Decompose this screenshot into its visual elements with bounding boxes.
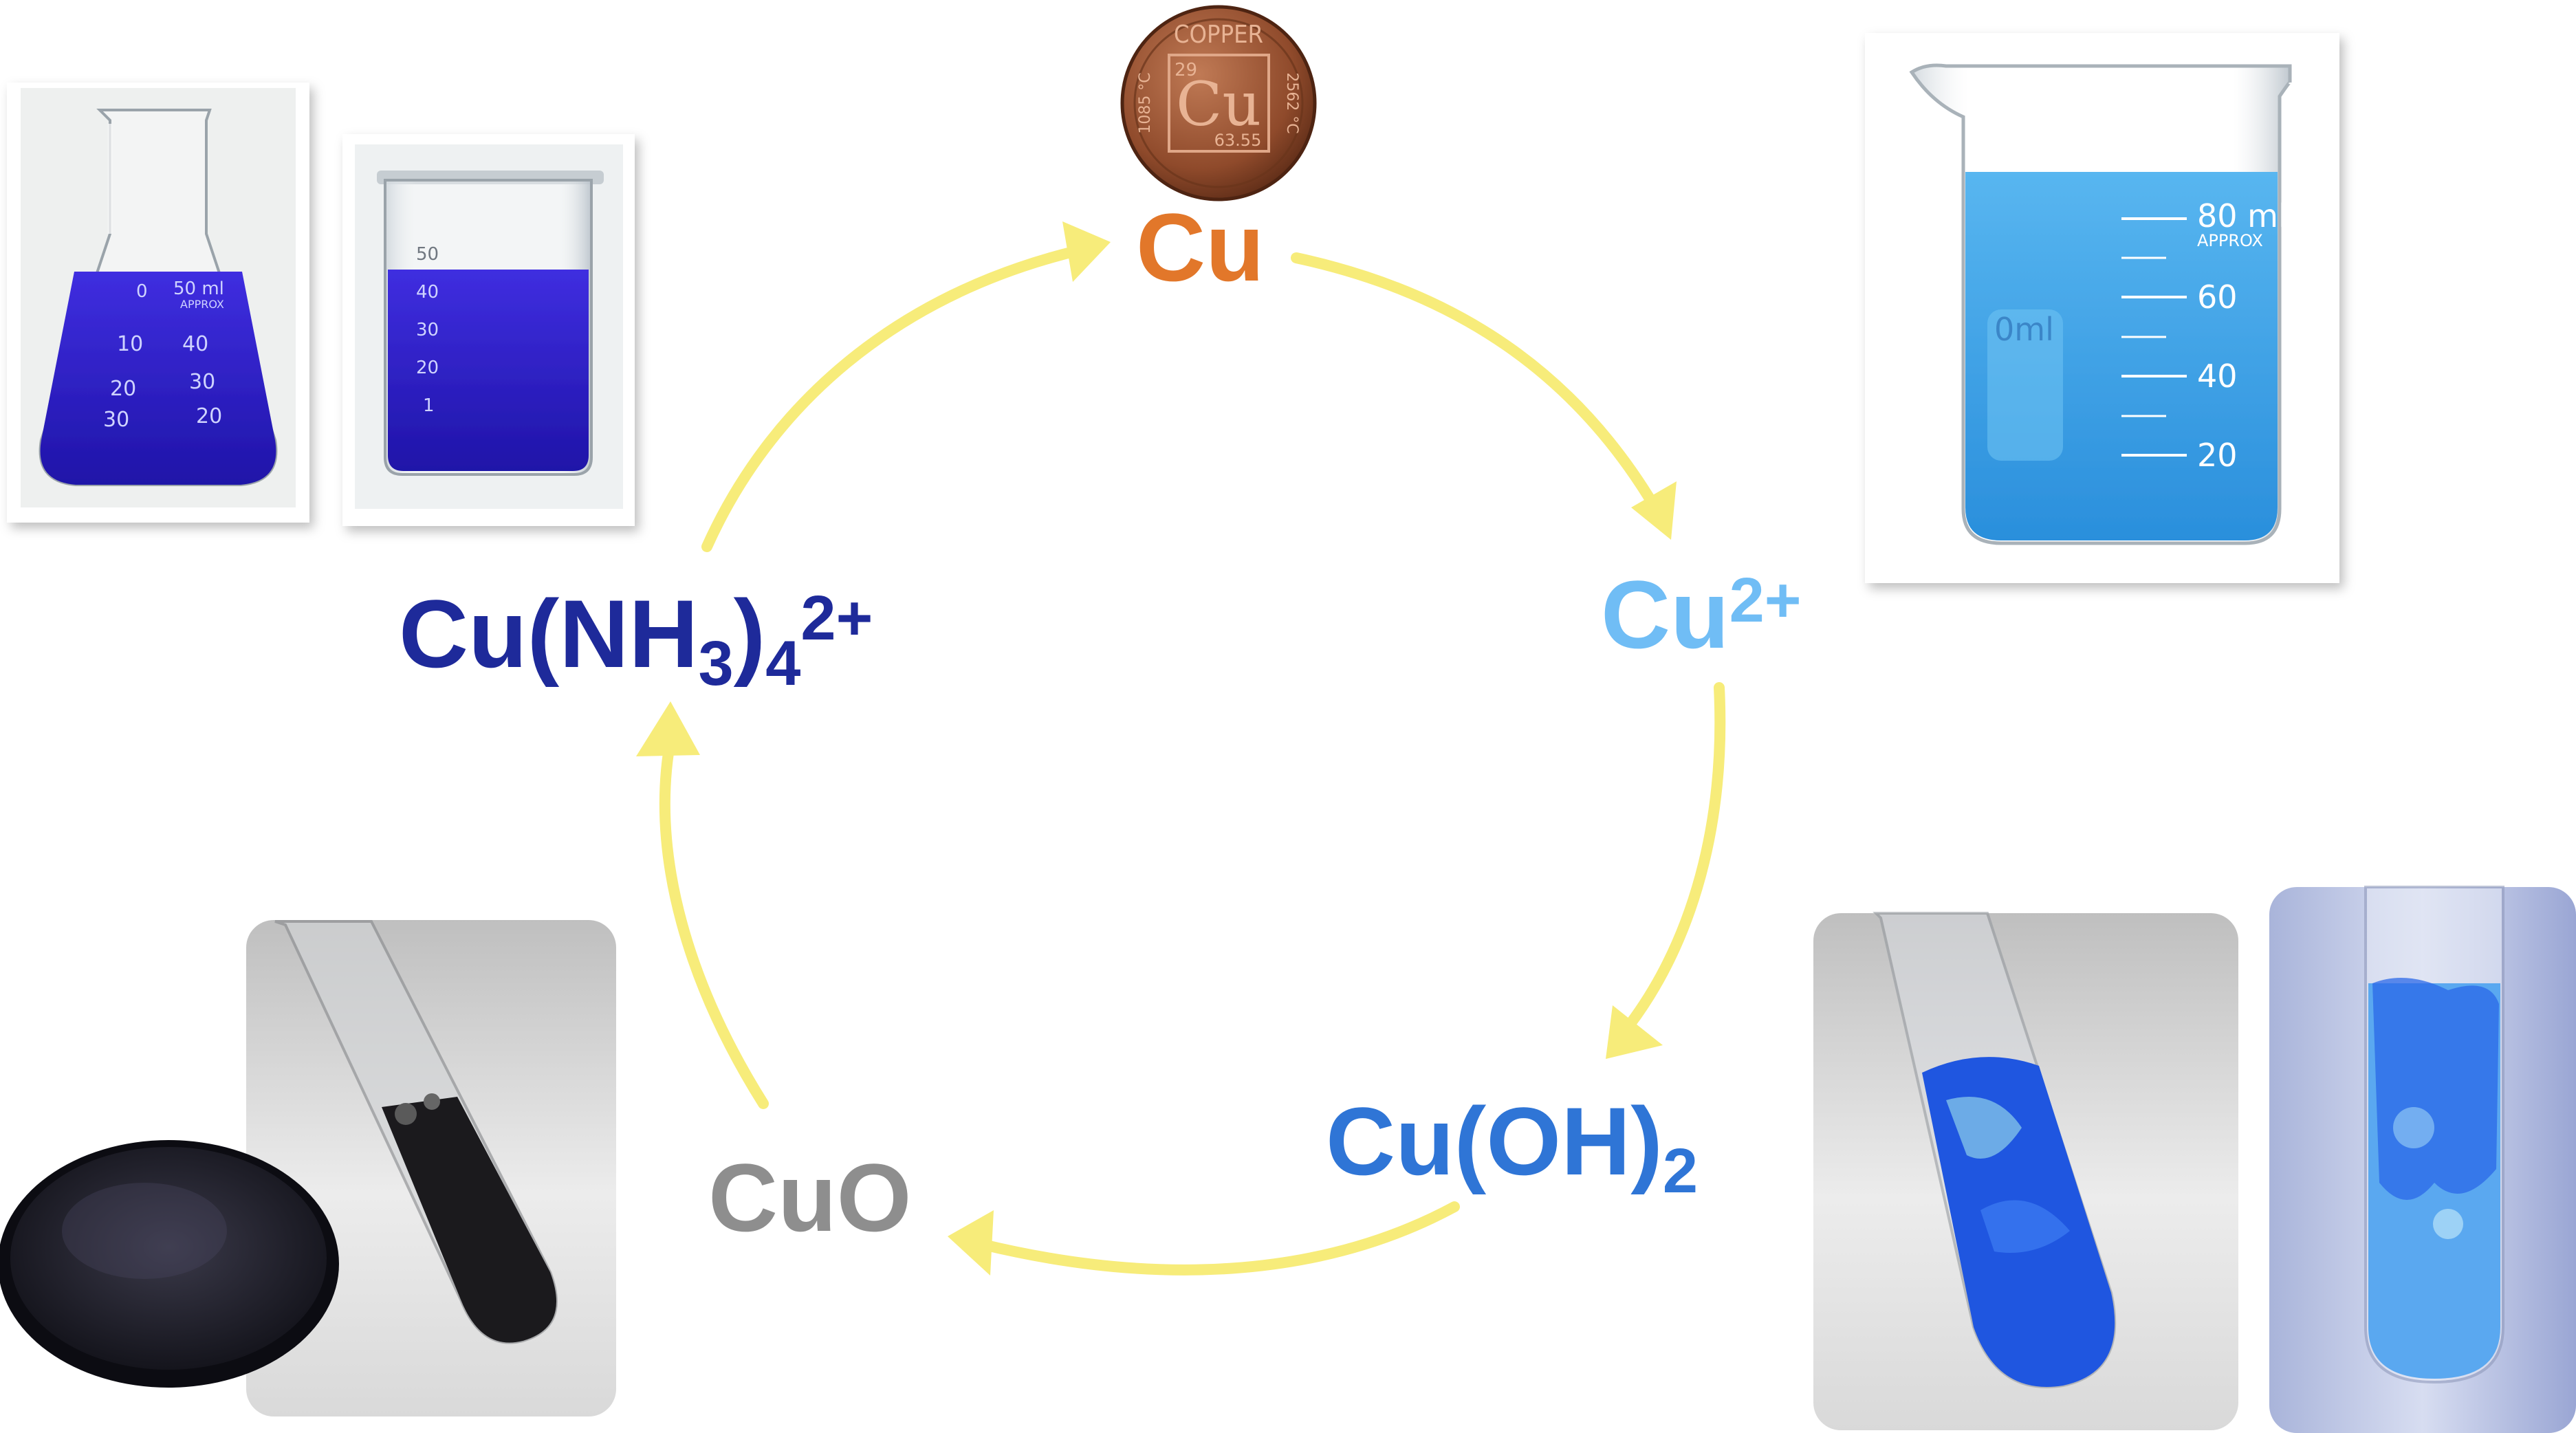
erlenmeyer-flask-icon <box>39 109 278 486</box>
penny-symbol: Cu <box>1176 69 1261 140</box>
label-cunh3-sub2: 4 <box>765 628 800 699</box>
large-beaker-side: 0ml <box>1994 311 2054 348</box>
powder-dish-icon <box>0 1140 339 1388</box>
photo-cuo-powder <box>0 1140 339 1388</box>
flask-tick-r30: 30 <box>189 370 215 394</box>
flask-tick-r20: 20 <box>196 404 222 428</box>
penny-right: 2562 °C <box>1283 72 1300 133</box>
label-cu2plus-main: Cu <box>1601 560 1729 668</box>
label-cunh3-main: Cu(NH <box>399 580 698 688</box>
arrow-cu2plus-to-cuoh2 <box>1624 682 1726 1030</box>
arrow-cu-to-cu2plus <box>1291 252 1659 511</box>
penny-mass: 63.55 <box>1214 131 1262 150</box>
flask-approx: APPROX <box>180 298 224 311</box>
arrowheads <box>636 221 1677 1276</box>
arrowhead-to-cu <box>1062 221 1111 282</box>
beaker-icon <box>377 171 604 476</box>
label-cuoh2: Cu(OH)2 <box>1326 1087 1698 1206</box>
label-cuo: CuO <box>708 1144 912 1251</box>
beaker-tick-20: 20 <box>416 358 439 378</box>
label-cu: Cu <box>1136 193 1265 301</box>
cycle-arrows <box>659 245 1726 1276</box>
large-beaker-tick-40: 40 <box>2197 358 2238 395</box>
label-cuoh2-main: Cu(OH) <box>1326 1087 1663 1195</box>
arrowhead-to-cuo <box>948 1210 994 1276</box>
photo-cuo-tube <box>246 920 616 1416</box>
flask-top: 50 ml <box>173 278 224 299</box>
arrowhead-to-cunh3 <box>636 701 700 756</box>
test-tube-icon <box>274 920 558 1344</box>
test-tube-icon <box>1873 912 2117 1388</box>
large-beaker-approx: APPROX <box>2197 231 2263 250</box>
photo-small-beaker: 50 40 30 20 1 <box>342 134 635 526</box>
copper-penny-icon: COPPER 29 Cu 63.55 1085 °C 2562 °C <box>1120 5 1317 201</box>
label-cu2plus: Cu2+ <box>1601 560 1802 668</box>
flask-tick-30: 30 <box>103 408 129 432</box>
beaker-tick-50: 50 <box>416 244 439 265</box>
photo-cuoh2-tube-2 <box>2269 886 2576 1433</box>
arrow-cunh3-to-cu <box>701 245 1082 552</box>
penny-number: 29 <box>1175 60 1197 80</box>
flask-tick-20: 20 <box>110 377 136 401</box>
flask-zero: 0 <box>136 281 148 302</box>
large-beaker-tick-20: 20 <box>2197 437 2238 474</box>
arrowhead-to-cu2plus <box>1631 481 1677 540</box>
photo-cuoh2-tube-1 <box>1813 912 2238 1430</box>
beaker-tick-40: 40 <box>416 282 439 303</box>
beaker-tick-30: 30 <box>416 320 439 340</box>
label-cunh3: Cu(NH3)42+ <box>399 580 873 699</box>
arrowhead-to-cuoh2 <box>1606 1005 1663 1059</box>
penny-top-text: COPPER <box>1174 21 1263 49</box>
label-cunh3-sub1: 3 <box>698 628 733 699</box>
large-beaker-tick-60: 60 <box>2197 278 2238 316</box>
arrow-cuoh2-to-cuo <box>978 1201 1460 1276</box>
photo-erlenmeyer-flask: 0 50 ml APPROX 10 20 30 40 30 20 <box>7 83 309 523</box>
photo-large-beaker: 80 ml APPROX 60 40 20 0ml <box>1865 33 2339 583</box>
penny-left: 1085 °C <box>1137 72 1154 133</box>
label-cuoh2-sub: 2 <box>1663 1136 1698 1206</box>
label-cunh3-paren: ) <box>734 580 766 688</box>
label-cu2plus-sup: 2+ <box>1729 565 1802 635</box>
flask-tick-r40: 40 <box>182 332 208 356</box>
beaker-tick-1: 1 <box>423 395 435 416</box>
test-tube-icon <box>2364 886 2504 1384</box>
beaker-icon <box>1909 63 2292 545</box>
large-beaker-top: 80 ml <box>2197 197 2287 234</box>
flask-tick-10: 10 <box>117 332 143 356</box>
label-cunh3-sup: 2+ <box>800 583 873 653</box>
arrow-cuo-to-cunh3 <box>659 747 769 1109</box>
